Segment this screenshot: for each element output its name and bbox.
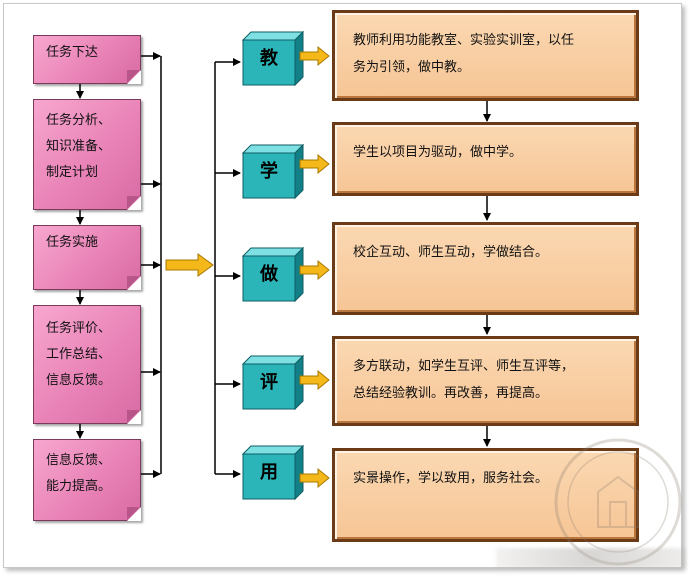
task-box-1: 任务下达 xyxy=(33,35,141,84)
task-line: 任务实施 xyxy=(46,235,99,250)
desc-box-4: 多方联动，如学生互评、师生互评等， 总结经验教训。再改善，再提高。 xyxy=(332,336,639,426)
desc-line: 务为引领，做中教。 xyxy=(353,60,471,75)
page-fold-corner xyxy=(127,410,141,424)
page-fold-corner xyxy=(127,196,141,210)
cube-label-evaluate: 评 xyxy=(260,372,278,393)
desc-line: 校企互动、师生互动，学做结合。 xyxy=(353,245,549,260)
cube-label-do: 做 xyxy=(260,264,278,285)
watermark-seal xyxy=(554,438,682,566)
desc-box-3: 校企互动、师生互动，学做结合。 xyxy=(332,222,639,315)
center-yellow-arrow xyxy=(165,253,214,277)
desc-box-5: 实景操作，学以致用，服务社会。 xyxy=(332,448,639,542)
page-fold-corner xyxy=(127,70,141,84)
task-line: 工作总结、 xyxy=(46,347,112,362)
task-box-5: 信息反馈、 能力提高。 xyxy=(33,439,141,521)
task-line: 信息反馈。 xyxy=(46,373,112,388)
task-box-2: 任务分析、 知识准备、 制定计划 xyxy=(33,99,141,210)
desc-box-1: 教师利用功能教室、实验实训室，以任 务为引领，做中教。 xyxy=(332,10,639,101)
desc-line: 总结经验教训。再改善，再提高。 xyxy=(353,386,549,401)
task-line: 任务下达 xyxy=(46,45,99,60)
cube-label-apply: 用 xyxy=(260,462,278,483)
task-line: 信息反馈、 xyxy=(46,453,112,468)
cube-label-learn: 学 xyxy=(260,161,278,182)
task-box-4: 任务评价、 工作总结、 信息反馈。 xyxy=(33,305,141,424)
task-line: 任务评价、 xyxy=(46,321,112,336)
task-line: 制定计划 xyxy=(46,165,99,180)
cube-label-teach: 教 xyxy=(260,48,278,69)
task-line: 任务分析、 xyxy=(46,113,112,128)
desc-line: 多方联动，如学生互评、师生互评等， xyxy=(353,359,575,374)
desc-line: 学生以项目为驱动，做中学。 xyxy=(353,145,523,160)
desc-line: 教师利用功能教室、实验实训室，以任 xyxy=(353,33,575,48)
desc-box-2: 学生以项目为驱动，做中学。 xyxy=(332,122,639,196)
task-line: 知识准备、 xyxy=(46,139,112,154)
page-fold-corner xyxy=(127,276,141,290)
watermark-text-blur xyxy=(496,548,686,568)
page-fold-corner xyxy=(127,507,141,521)
desc-line: 实景操作，学以致用，服务社会。 xyxy=(353,471,549,486)
task-line: 能力提高。 xyxy=(46,479,112,494)
task-box-3: 任务实施 xyxy=(33,225,141,290)
